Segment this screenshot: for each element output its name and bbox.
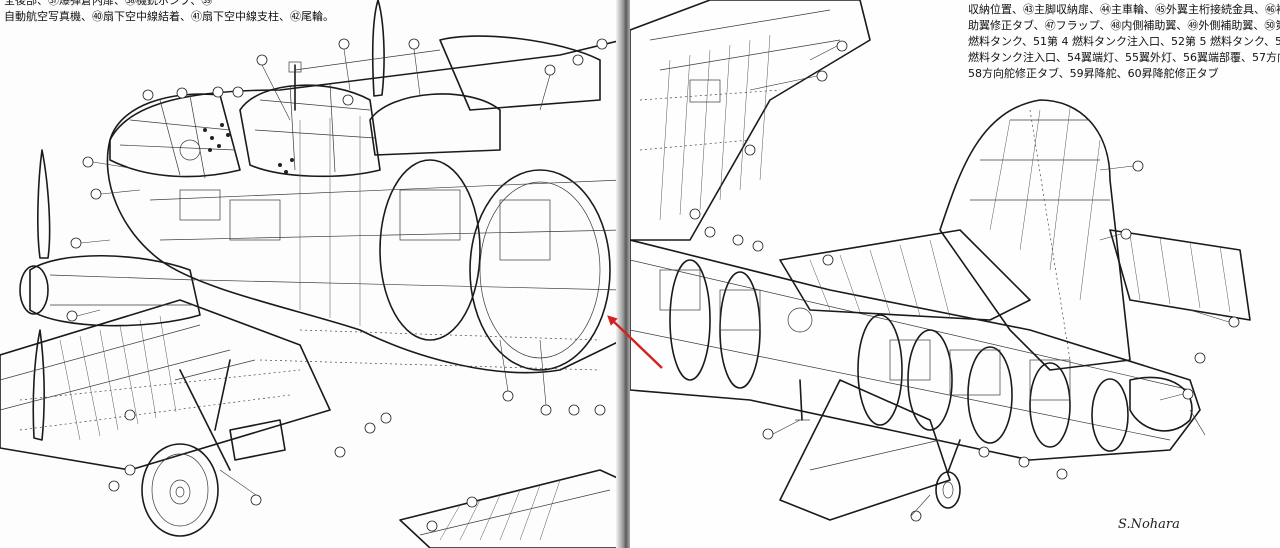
lower-tailplane	[779, 379, 951, 521]
tail-gun-position	[1129, 376, 1193, 432]
callout-marker	[466, 496, 478, 508]
wing-ribs	[59, 315, 177, 441]
callout-marker	[596, 38, 608, 50]
caption-line: 全後部、㊲爆弾倉内扉、㊳機銃ポンプ、㊴	[4, 0, 213, 7]
aileron-hinge-box	[689, 79, 721, 103]
callout-marker	[70, 237, 82, 249]
cutaway-drawing-forward	[0, 0, 622, 548]
rear-fuselage-frames	[669, 259, 1129, 452]
callout-marker	[502, 390, 514, 402]
callout-leaders	[76, 48, 551, 496]
callout-marker	[836, 40, 848, 52]
upper-wing-outline	[630, 0, 871, 241]
caption-line: 燃料タンク、51第 4 燃料タンク注入口、52第 5 燃料タンク、53第 5	[968, 35, 1280, 48]
stabilizer-ribs-right	[1129, 234, 1231, 313]
callout-marker	[212, 86, 224, 98]
stabilizer-ribs	[809, 239, 951, 319]
fuselage-frame	[379, 159, 481, 341]
callout-marker	[426, 520, 438, 532]
landing-gear-strut	[179, 369, 211, 431]
callout-marker	[250, 494, 262, 506]
callout-marker	[380, 412, 392, 424]
callout-marker	[334, 446, 346, 458]
callout-marker	[752, 240, 764, 252]
callout-marker	[1182, 388, 1194, 400]
callout-marker	[594, 404, 606, 416]
wing-skin-panels	[659, 34, 771, 221]
callout-marker	[124, 409, 136, 421]
dorsal-turret	[369, 93, 501, 156]
engine-nacelle	[29, 254, 201, 327]
propeller-blade	[372, 0, 385, 97]
rear-fuselage-outline	[630, 239, 1201, 461]
callout-marker	[66, 310, 78, 322]
callout-marker	[816, 70, 828, 82]
callout-marker	[822, 254, 834, 266]
main-wheel	[141, 443, 219, 537]
callout-markers	[66, 38, 608, 532]
caption-line: 燃料タンク注入口、54翼端灯、55翼外灯、56翼端部覆、57方向舵、	[968, 51, 1280, 64]
callout-marker	[1120, 228, 1132, 240]
callout-marker	[762, 428, 774, 440]
callout-marker	[176, 87, 188, 99]
callout-marker	[1194, 352, 1206, 364]
cockpit-canopy	[239, 84, 381, 178]
perforated-panel	[203, 123, 294, 174]
vertical-tail-fin	[939, 99, 1131, 371]
callout-marker	[364, 422, 376, 434]
callout-marker	[124, 464, 136, 476]
engine-cowl-front	[19, 265, 49, 315]
caption-line: 収納位置、㊸主脚収納扉、㊹主車輪、㊺外翼主桁接続金具、㊻補	[968, 3, 1280, 16]
callout-marker	[256, 54, 268, 66]
callout-marker	[342, 94, 354, 106]
callout-marker	[1056, 468, 1068, 480]
callout-leaders	[749, 45, 1230, 517]
tail-wheel	[935, 471, 961, 509]
callout-marker	[142, 89, 154, 101]
left-page-caption: 全後部、㊲爆弾倉内扉、㊳機銃ポンプ、㊴ 自動航空写真機、㊵扇下空中線結着、㊶扇下…	[4, 0, 334, 25]
right-page-caption: 収納位置、㊸主脚収納扉、㊹主車輪、㊺外翼主桁接続金具、㊻補 助翼修正タブ、㊼フラ…	[968, 2, 1280, 82]
left-wing-outline	[0, 299, 331, 471]
callout-marker	[108, 480, 120, 492]
caption-line: 助翼修正タブ、㊼フラップ、㊽内側補助翼、㊾外側補助翼、㊿第 4	[968, 19, 1280, 32]
callout-marker	[544, 64, 556, 76]
callout-marker	[978, 446, 990, 458]
callout-marker	[1018, 456, 1030, 468]
caption-line: 自動航空写真機、㊵扇下空中線結着、㊶扇下空中線支柱、㊷尾輪。	[4, 10, 334, 23]
callout-marker	[732, 234, 744, 246]
callout-marker	[1228, 316, 1240, 328]
callout-marker	[90, 188, 102, 200]
propeller-blade	[32, 329, 45, 441]
callout-marker	[572, 54, 584, 66]
callout-marker	[744, 144, 756, 156]
callout-marker	[338, 38, 350, 50]
left-page: 全後部、㊲爆弾倉内扉、㊳機銃ポンプ、㊴ 自動航空写真機、㊵扇下空中線結着、㊶扇下…	[0, 0, 622, 548]
callout-markers	[689, 40, 1240, 522]
right-page: 収納位置、㊸主脚収納扉、㊹主車輪、㊺外翼主桁接続金具、㊻補 助翼修正タブ、㊼フラ…	[630, 0, 1280, 548]
callout-marker	[704, 226, 716, 238]
caption-line: 58方向舵修正タブ、59昇降舵、60昇降舵修正タブ	[968, 67, 1219, 80]
horizontal-stabilizer	[779, 229, 1031, 321]
callout-marker	[408, 38, 420, 50]
fin-rib-lines	[989, 107, 1101, 301]
artist-signature: S.Nohara	[1118, 517, 1180, 532]
callout-marker	[910, 510, 922, 522]
flap-hatching	[439, 479, 561, 541]
propeller-blade	[37, 149, 51, 259]
callout-marker	[568, 404, 580, 416]
callout-marker	[540, 404, 552, 416]
fuselage-frame	[469, 169, 611, 371]
nose-glazing	[109, 93, 241, 178]
callout-marker	[1132, 160, 1144, 172]
callout-marker	[82, 156, 94, 168]
callout-marker	[232, 86, 244, 98]
cutaway-drawing-aft: S.Nohara	[630, 0, 1251, 532]
callout-marker	[689, 208, 701, 220]
